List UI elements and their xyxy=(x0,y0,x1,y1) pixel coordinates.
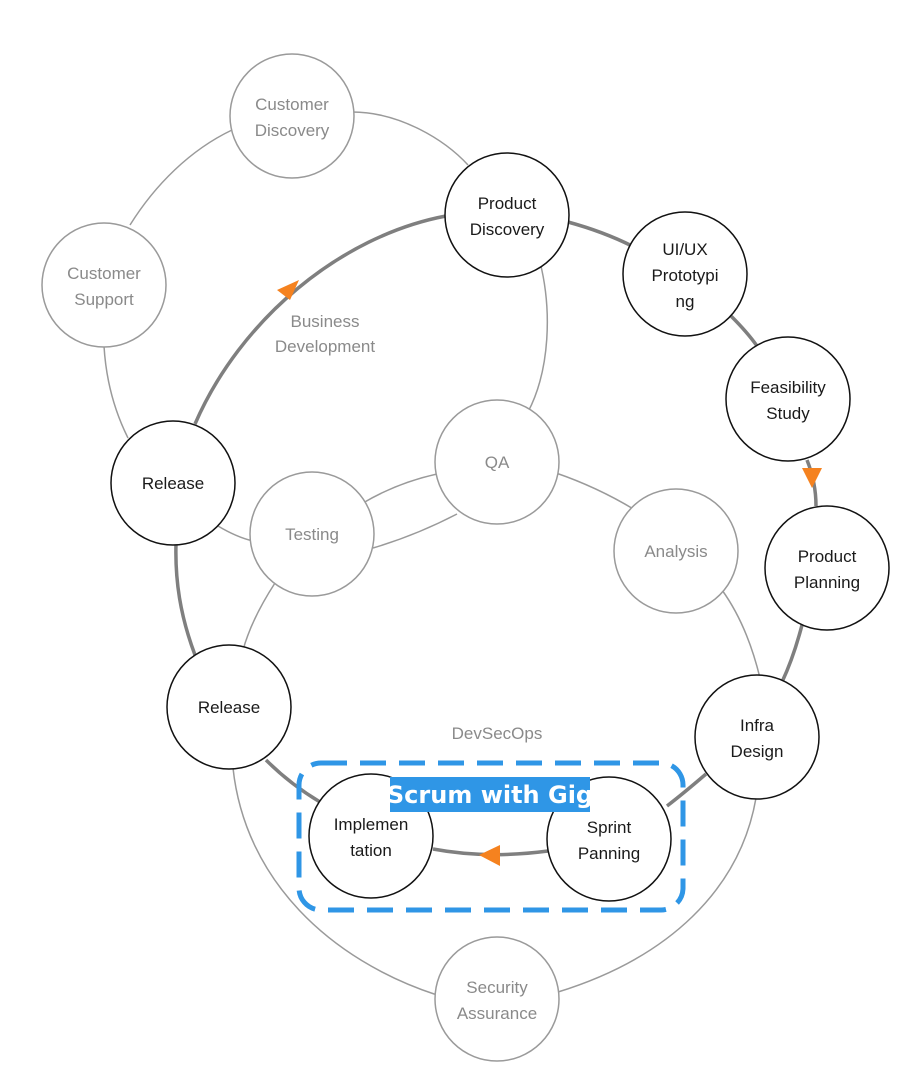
qa-analysis-link xyxy=(555,472,636,511)
release-testing-link xyxy=(217,525,254,542)
testing-release-link xyxy=(242,582,276,651)
node-analysis[interactable]: Analysis xyxy=(613,488,739,614)
qa-testing-link-upper xyxy=(362,473,438,504)
thin-connector-rings xyxy=(103,111,761,996)
discovery-to-qa-link xyxy=(527,261,549,413)
node-release-lower[interactable]: Release xyxy=(166,644,292,770)
svg-text:Analysis: Analysis xyxy=(644,542,707,561)
flow-discovery-to-uiux xyxy=(567,220,633,248)
flow-release-to-discovery xyxy=(193,214,447,425)
svg-text:Release: Release xyxy=(142,474,204,493)
arrow-down-icon xyxy=(802,468,822,488)
outer-left-ring xyxy=(103,111,469,439)
lower-left-ring xyxy=(232,767,438,996)
scrum-dashed-frame xyxy=(296,760,686,913)
node-testing[interactable]: Testing xyxy=(249,471,375,597)
scrum-title-badge xyxy=(390,777,590,812)
node-qa[interactable]: QA xyxy=(434,399,560,525)
scrum-highlight: Scrum with Gig xyxy=(296,760,686,913)
devsecops-label: DevSecOps xyxy=(452,724,543,743)
node-release-upper[interactable]: Release xyxy=(110,420,236,546)
arrow-left-icon xyxy=(479,845,500,866)
flow-implementation-to-release xyxy=(264,758,321,804)
lower-right-ring xyxy=(557,797,757,993)
svg-text:QA: QA xyxy=(485,453,510,472)
svg-text:Release: Release xyxy=(198,698,260,717)
scrum-title: Scrum with Gig xyxy=(387,781,593,809)
flow-planning-to-infra xyxy=(780,624,804,683)
direction-arrows xyxy=(277,280,822,866)
main-flow-path xyxy=(174,214,818,857)
analysis-infra-link xyxy=(721,589,761,679)
svg-text:Testing: Testing xyxy=(285,525,339,544)
flow-infra-to-sprint xyxy=(665,772,708,808)
qa-testing-link-lower xyxy=(372,513,458,549)
flow-release-lower-to-upper xyxy=(174,543,197,656)
flow-uiux-to-feasibility xyxy=(729,314,759,348)
arrow-up-icon xyxy=(277,280,299,300)
